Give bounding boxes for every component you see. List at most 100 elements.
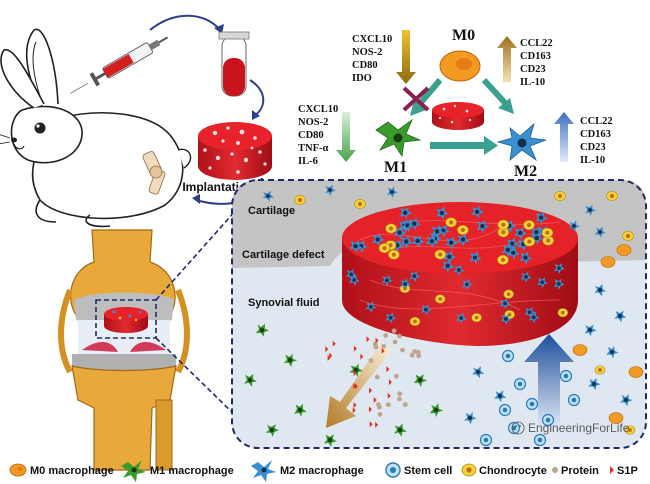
m1-macrophage <box>324 434 337 447</box>
protein <box>377 411 383 417</box>
protein <box>397 391 403 397</box>
stem-cell <box>541 413 555 427</box>
s1p-icon <box>610 466 614 474</box>
knee-zoom-region <box>95 299 157 339</box>
stem-cell <box>507 421 521 435</box>
m2-macrophage <box>262 190 274 202</box>
m2-macrophage <box>425 235 439 249</box>
syringe-to-tube-arrow <box>149 14 221 31</box>
s1p <box>387 392 391 399</box>
m2-macrophage <box>606 345 619 359</box>
rabbit-knee-joint-icon <box>142 151 166 195</box>
m2-cell-icon <box>496 122 547 162</box>
m1-macrophage <box>394 423 407 437</box>
m2-markers: CCL22 CD163 CD23 IL-10 <box>580 116 613 166</box>
marker-text: TNF-α <box>298 143 328 154</box>
m2-macrophage <box>463 412 477 425</box>
m2-macrophage <box>476 219 490 234</box>
marker-text: CD163 <box>520 51 551 62</box>
s1p <box>360 353 364 360</box>
m0-to-m2-markers: CCL22 CD163 CD23 IL-10 <box>520 38 553 88</box>
m2-title: M2 <box>514 163 537 180</box>
m2-macrophage <box>372 233 385 247</box>
m2-macrophage <box>514 226 528 240</box>
marker-text: CD23 <box>520 64 546 75</box>
marker-text: CD80 <box>298 130 324 141</box>
s1p <box>369 421 373 428</box>
m2-macrophage <box>471 366 485 379</box>
m2-macrophage <box>381 275 393 287</box>
m2-macrophage <box>553 278 565 290</box>
s1p <box>375 337 379 344</box>
legend-label: S1P <box>617 465 638 477</box>
m0-to-m1-markers: CXCL10 NOS-2 CD80 IDO <box>352 34 392 84</box>
m2-macrophage <box>469 251 482 265</box>
protein <box>376 404 382 410</box>
m2-macrophage <box>568 220 580 232</box>
protein <box>412 349 418 354</box>
m0-macrophage <box>572 344 588 356</box>
legend-label: M2 macrophage <box>280 465 364 477</box>
legend-label: M0 macrophage <box>30 465 114 477</box>
m1-to-m2-arrow <box>430 136 498 155</box>
m2-macrophage <box>407 217 422 231</box>
marker-text: CCL22 <box>580 116 613 127</box>
chondrocyte <box>497 254 509 265</box>
m2-macrophage <box>431 225 444 239</box>
m2-macrophage <box>530 226 544 239</box>
m2-macrophage <box>325 184 336 196</box>
m2-macrophage <box>594 226 606 238</box>
chondrocyte <box>409 316 421 327</box>
m2-macrophage <box>553 263 565 275</box>
blood-tube-icon <box>218 31 250 97</box>
s1p <box>352 407 356 414</box>
watermark: EngineeringForLife <box>511 421 630 435</box>
chondrocyte <box>554 191 566 201</box>
m2-macrophage <box>588 378 601 391</box>
m1-macrophage <box>283 353 297 367</box>
m2-macrophage <box>345 268 357 281</box>
marker-text: CD23 <box>580 142 606 153</box>
chondrocyte <box>497 227 510 238</box>
m2-macrophage <box>453 264 465 276</box>
legend-item-m0: M0 macrophage <box>9 463 114 477</box>
legend-item-s1p: S1P <box>610 465 638 477</box>
protein <box>383 333 389 338</box>
chondrocyte <box>541 227 554 238</box>
chondrocyte <box>378 243 391 254</box>
s1p <box>353 369 357 376</box>
legend-label: M1 macrophage <box>150 465 234 477</box>
m1-cell-icon <box>375 118 422 158</box>
protein-icon <box>552 467 558 473</box>
chondrocyte <box>457 224 469 235</box>
m2-macrophage <box>537 276 548 289</box>
m2-macrophage <box>456 312 467 325</box>
m2-upregulation-arrow <box>554 112 574 162</box>
s1p <box>375 421 379 428</box>
zoom-line-bottom <box>155 337 241 421</box>
protein <box>373 344 379 350</box>
legend-item-chondrocyte: Chondrocyte <box>461 463 547 477</box>
m2-macrophage <box>594 283 607 297</box>
m2-macrophage <box>584 324 597 337</box>
m2-macrophage <box>506 237 520 251</box>
m1-macrophage <box>255 323 269 337</box>
m1-macrophage <box>429 403 443 417</box>
marker-text: NOS-2 <box>352 47 382 58</box>
cartilage-label: Cartilage <box>248 205 295 217</box>
chondrocyte <box>434 294 446 304</box>
m1-markers: CXCL10 NOS-2 CD80 TNF-α IL-6 <box>298 104 338 167</box>
m1-macrophage <box>265 424 279 437</box>
m2-macrophage <box>494 390 507 403</box>
legend: M0 macrophage M1 macrophage M2 macrophag… <box>9 460 638 482</box>
marker-text: CXCL10 <box>352 34 392 45</box>
protein <box>392 339 398 345</box>
s1p <box>388 379 392 386</box>
s1p <box>329 352 333 359</box>
recruit-arrow <box>524 334 574 430</box>
s1p <box>325 346 329 353</box>
m2-macrophage <box>520 271 532 283</box>
s1p <box>381 347 385 354</box>
marker-text: IL-10 <box>520 77 545 88</box>
